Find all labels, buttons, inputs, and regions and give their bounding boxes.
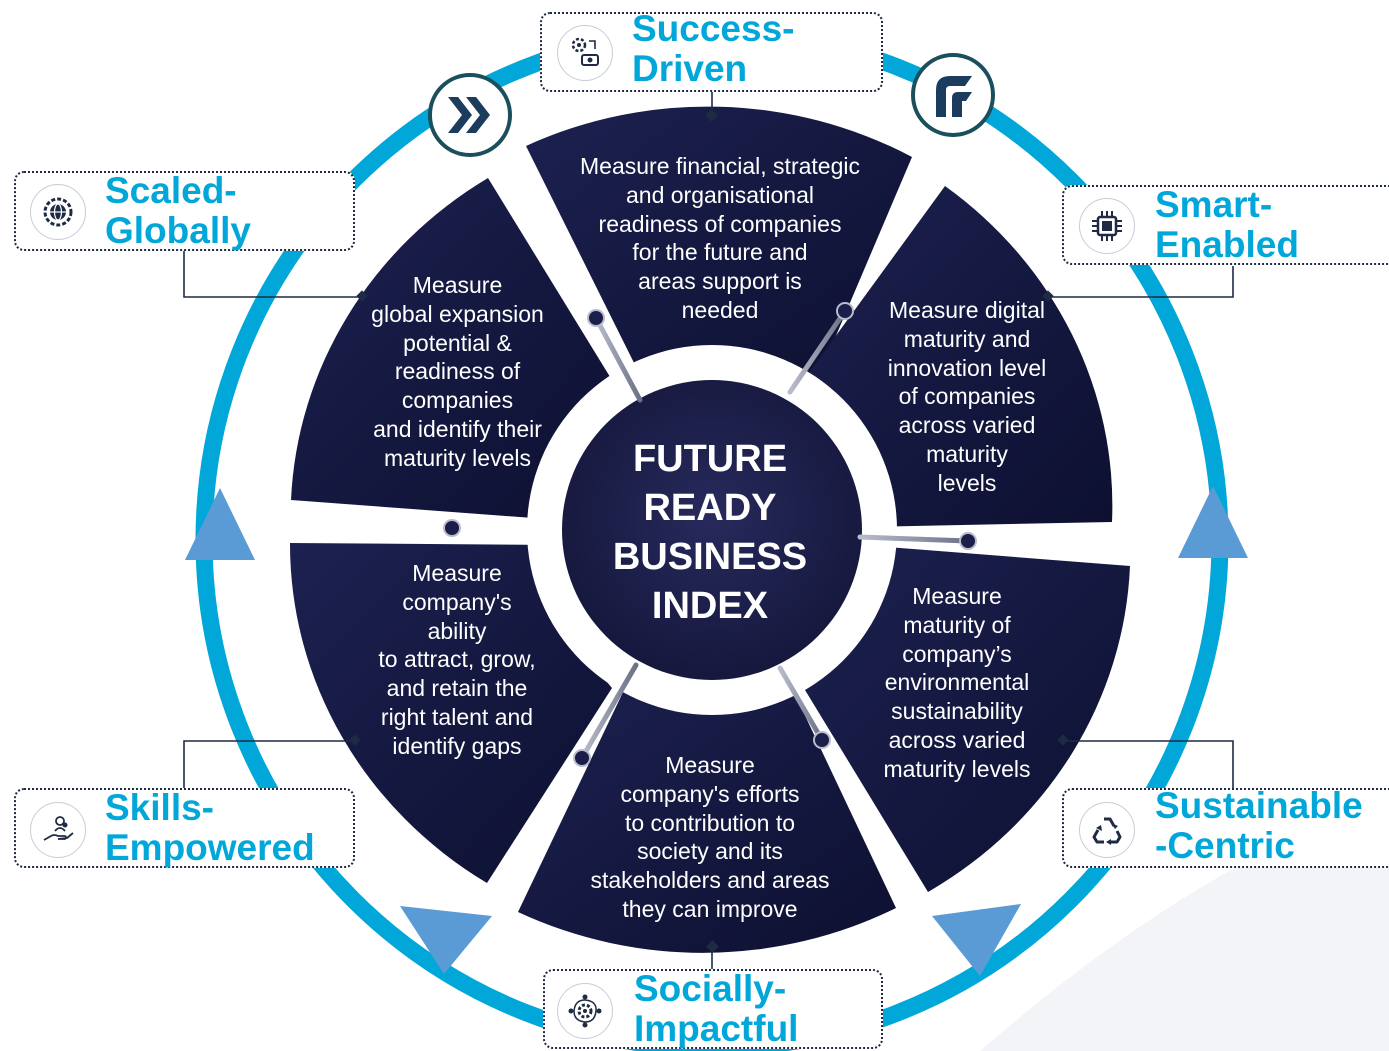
description-success: Measure financial, strategic and organis…: [580, 153, 860, 323]
title-skills: Skills- Empowered: [105, 787, 315, 868]
segment-smart: [800, 186, 1113, 527]
globe-gear-icon: [30, 184, 86, 240]
segment-success: [526, 106, 912, 385]
title-smart: Smart- Enabled: [1155, 184, 1299, 265]
title-social: Socially- Impactful: [634, 968, 799, 1049]
description-skills: Measure company's ability to attract, gr…: [378, 560, 536, 759]
hub-inner: [562, 380, 862, 680]
gears-money-icon: [557, 25, 613, 81]
ring-arrow-bottom-left: [400, 906, 492, 974]
ring-arrow-right: [1178, 486, 1248, 558]
segment-skills: [289, 543, 612, 883]
description-smart: Measure digital maturity and innovation …: [887, 297, 1047, 496]
connectors: [183, 92, 1234, 970]
spoke-dots: [443, 302, 977, 767]
network-gear-icon: [557, 983, 613, 1039]
recycle-icon: [1079, 802, 1135, 858]
title-sustainable: Sustainable -Centric: [1155, 785, 1363, 866]
spokes: [449, 308, 971, 761]
chevrons-right-logo-icon: [428, 73, 512, 157]
brand-mark-logo-icon: [911, 53, 995, 137]
description-sustainable: Measure maturity of company’s environmen…: [883, 583, 1031, 782]
center-title: FUTURE READY BUSINESS INDEX: [612, 438, 808, 627]
segment-sustainable: [805, 545, 1130, 892]
segment-scaled: [291, 178, 615, 520]
segment-social: [518, 688, 896, 953]
title-success: Success- Driven: [632, 8, 795, 89]
ring-arrow-left: [185, 488, 255, 560]
chip-icon: [1079, 198, 1135, 254]
description-scaled: Measure global expansion potential & rea…: [371, 272, 544, 471]
ring-arrow-bottom-right: [932, 904, 1021, 976]
hand-person-icon: [30, 802, 86, 858]
description-social: Measure company's efforts to contributio…: [590, 752, 830, 922]
title-scaled: Scaled- Globally: [105, 170, 251, 251]
